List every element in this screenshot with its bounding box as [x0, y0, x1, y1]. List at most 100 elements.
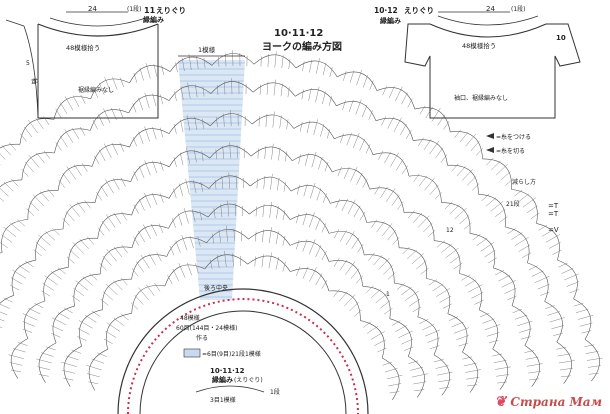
stitch-mark [254, 256, 256, 267]
stitch-mark [112, 178, 120, 190]
fan-arc [73, 273, 101, 307]
attach-yarn-icon [486, 133, 494, 139]
stitch-mark [98, 149, 106, 162]
stitch-mark [51, 333, 61, 338]
stitch-mark [255, 206, 257, 217]
stitch-mark [144, 193, 152, 208]
stitch-mark [377, 347, 387, 353]
symbol-note-decrease: 減らし方 [512, 178, 536, 186]
fan-arc [0, 179, 22, 188]
stitch-mark [475, 148, 483, 156]
stitch-mark [414, 389, 425, 392]
stitch-mark [224, 81, 226, 95]
stitch-mark [333, 288, 340, 298]
stitch-mark [58, 179, 65, 188]
stitch-mark [62, 172, 71, 184]
stitch-mark [382, 223, 393, 237]
stitch-mark [434, 191, 442, 200]
stitch-mark [504, 287, 517, 294]
stitch-mark [362, 178, 368, 188]
stitch-mark [493, 359, 507, 364]
stitch-mark [427, 229, 436, 238]
make-label: 作る [196, 334, 208, 342]
stitch-mark [152, 126, 157, 140]
stitch-mark [378, 257, 390, 270]
stitch-mark [432, 283, 444, 292]
stitch-mark [444, 201, 453, 210]
stitch-mark [356, 69, 363, 86]
stitch-mark [138, 198, 145, 211]
stitch-mark [507, 228, 516, 235]
stitch-mark [347, 199, 356, 215]
stitch-mark [382, 361, 393, 366]
stitch-mark [51, 317, 67, 326]
stitch-mark [424, 177, 435, 191]
stitch-mark [140, 254, 150, 269]
stitch-mark [158, 223, 164, 233]
stitch-mark [545, 305, 555, 310]
stitch-mark [301, 89, 304, 100]
stitch-mark [428, 279, 438, 286]
fan-arc [360, 320, 385, 358]
stitch-mark [383, 265, 393, 275]
right-label: えりぐり [404, 6, 434, 15]
stitch-mark [458, 342, 469, 347]
stitch-mark [287, 87, 290, 98]
fan-arc [328, 260, 364, 287]
stitch-mark [368, 252, 375, 261]
stitch-mark [211, 233, 215, 244]
stitch-mark [352, 133, 360, 148]
stitch-mark [120, 177, 126, 187]
stitch-mark [350, 268, 360, 279]
stitch-mark [179, 152, 184, 166]
stitch-mark [103, 338, 113, 344]
stitch-mark [159, 127, 164, 138]
stitch-mark [221, 175, 224, 189]
stitch-mark [138, 97, 143, 111]
stitch-mark [61, 361, 77, 367]
stitch-mark [43, 150, 51, 159]
stitch-mark [69, 249, 80, 259]
stitch-mark [411, 373, 428, 378]
stitch-mark [519, 328, 532, 333]
stitch-mark [134, 294, 144, 305]
stitch-mark [296, 184, 300, 195]
stitch-mark [449, 255, 461, 264]
stitch-mark [296, 266, 301, 276]
stitch-mark [338, 291, 348, 302]
stitch-mark [55, 108, 62, 118]
stitch-mark [274, 51, 277, 68]
stitch-mark [410, 366, 424, 371]
stitch-mark [309, 267, 317, 282]
stitch-mark [339, 259, 348, 271]
legend-sub: (えりぐり) [234, 377, 263, 384]
stitch-mark [316, 188, 322, 201]
stitch-mark [407, 210, 415, 219]
fan-arc [131, 225, 169, 248]
stitch-mark [295, 213, 300, 224]
stitch-mark [173, 157, 177, 167]
stitch-mark [97, 114, 104, 126]
stitch-mark [146, 284, 155, 296]
stitch-mark [370, 331, 385, 340]
stitch-mark [349, 70, 355, 83]
stitch-mark [151, 192, 158, 206]
stitch-mark [199, 210, 203, 221]
stitch-mark [392, 237, 400, 245]
stitch-mark [495, 270, 505, 276]
stitch-mark [311, 151, 317, 168]
stitch-mark [201, 151, 204, 162]
stitch-mark [382, 86, 387, 96]
stitch-mark [153, 64, 158, 77]
stitch-mark [75, 280, 89, 291]
fan-arc [469, 233, 495, 268]
stitch-mark [445, 247, 459, 258]
stitch-mark [96, 191, 102, 201]
stitch-mark [89, 273, 98, 281]
stitch-mark [1, 234, 12, 243]
symbol-note-cut: =糸を切る [496, 147, 525, 155]
stitch-mark [365, 144, 371, 154]
stitch-mark [64, 96, 74, 111]
stitch-mark [173, 124, 177, 134]
stitch-mark [422, 324, 435, 331]
